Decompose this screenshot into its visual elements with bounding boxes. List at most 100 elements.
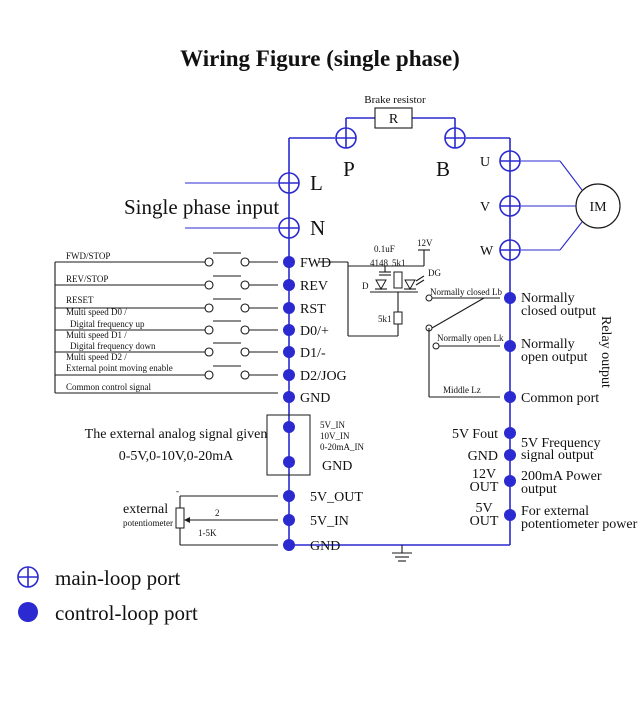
ground-symbol [392,545,412,562]
dg-cap-label: 0.1uF [374,244,395,254]
input-label-d0: Multi speed D0 / [66,307,127,317]
legend-control-loop-label: control-loop port [55,601,198,625]
label-p: P [343,157,355,181]
switch-fwd [204,252,250,267]
input-label-rev-stop: REV/STOP [66,274,108,284]
relay-common-port: Common port [521,391,599,406]
main-port-l [278,172,300,194]
analog-20ma-in: 0-20mA_IN [320,442,364,452]
freq-output-1: 5V Frequency [521,436,600,451]
control-ports-right [504,292,516,521]
relay-closed-output-2: closed output [521,304,596,319]
main-port-n [278,217,300,239]
pot-wiper-label: 2 [215,508,220,518]
main-port-p [335,127,357,149]
out-fout: 5V Fout [452,427,498,442]
label-w: W [480,244,494,259]
input-label-d1: Multi speed D1 / [66,330,127,340]
switch-d1 [204,342,250,357]
legend-control-loop-icon [18,602,38,622]
pot-top-mark: - [176,486,179,496]
legend-main-loop-icon [17,566,39,588]
switch-d0 [204,320,250,335]
freq-output-2: signal output [521,448,594,463]
label-u: U [480,155,490,170]
label-v: V [480,200,490,215]
terminal-gnd: GND [300,391,330,406]
out-5v-2: OUT [470,514,499,529]
input-label-freq-down: Digital frequency down [70,341,156,351]
input-label-reset: RESET [66,295,94,305]
potentiometer-wiring [175,495,278,546]
label-n: N [310,216,325,240]
brake-resistor [374,107,413,129]
terminal-fwd: FWD [300,256,331,271]
terminal-rev: REV [300,279,328,294]
brake-resistor-label: Brake resistor [364,94,426,106]
dg-circuit [318,249,430,337]
dg-label: DG [428,268,441,278]
main-port-w [499,239,521,261]
terminal-d2-jog: D2/JOG [300,369,347,384]
label-b: B [436,157,450,181]
analog-given-label: The external analog signal given [85,427,268,442]
pot-power-1: For external [521,504,589,519]
terminal-d0: D0/+ [300,324,329,339]
relay-closed-lb: Normally closed Lb [430,287,502,297]
control-ports-left [283,256,295,551]
input-label-freq-up: Digital frequency up [70,319,145,329]
input-label-common: Common control signal [66,382,151,392]
out-12v-2: OUT [470,480,499,495]
analog-gnd: GND [322,459,352,474]
input-switch-wiring [54,261,278,394]
relay-closed-output-1: Normally [521,291,575,306]
legend-main-loop-label: main-loop port [55,566,181,590]
main-frame-wires [185,117,583,546]
dg-r1-label: 5k1 [392,258,406,268]
single-phase-input-label: Single phase input [124,195,279,219]
pot-potentiometer-label: potentiometer [123,518,173,528]
input-label-jog-enable: External point moving enable [66,363,173,373]
relay-open-lk: Normally open Lk [437,333,504,343]
switch-rst [204,298,250,313]
dg-diode-label: 4148 [370,258,389,268]
power-output-2: output [521,482,557,497]
relay-output-label: Relay output [598,316,613,388]
input-switches [204,252,250,380]
dg-12v-label: 12V [417,238,433,248]
input-label-fwd-stop: FWD/STOP [66,251,110,261]
analog-terminal-box [266,414,311,476]
terminal-5v-out: 5V_OUT [310,490,363,505]
out-5v-1: 5V [475,501,492,516]
dg-r2-label: 5k1 [378,314,392,324]
label-l: L [310,171,323,195]
terminal-rst: RST [300,302,326,317]
power-output-1: 200mA Power [521,469,602,484]
main-port-u [499,150,521,172]
switch-rev [204,275,250,290]
out-gnd: GND [468,449,498,464]
relay-open-output-2: open output [521,350,588,365]
dg-d-label: D [362,281,369,291]
pot-power-2: potentiometer power [521,517,638,532]
main-port-b [444,127,466,149]
analog-5v-in: 5V_IN [320,420,345,430]
motor [575,183,621,229]
relay-middle-lz: Middle Lz [443,385,481,395]
input-label-d2: Multi speed D2 / [66,352,127,362]
out-12v-1: 12V [472,467,496,482]
motor-label: IM [589,200,607,215]
relay-open-output-1: Normally [521,337,575,352]
relay-contacts [425,294,500,398]
terminal-5v-in: 5V_IN [310,514,349,529]
analog-10v-in: 10V_IN [320,431,350,441]
analog-ranges-label: 0-5V,0-10V,0-20mA [119,449,234,464]
terminal-gnd-bottom: GND [310,539,340,554]
switch-d2 [204,365,250,380]
diagram-title: Wiring Figure (single phase) [180,46,460,71]
brake-resistor-symbol: R [389,112,399,127]
terminal-d1: D1/- [300,346,326,361]
main-port-v [499,195,521,217]
pot-value-label: 1-5K [198,528,217,538]
